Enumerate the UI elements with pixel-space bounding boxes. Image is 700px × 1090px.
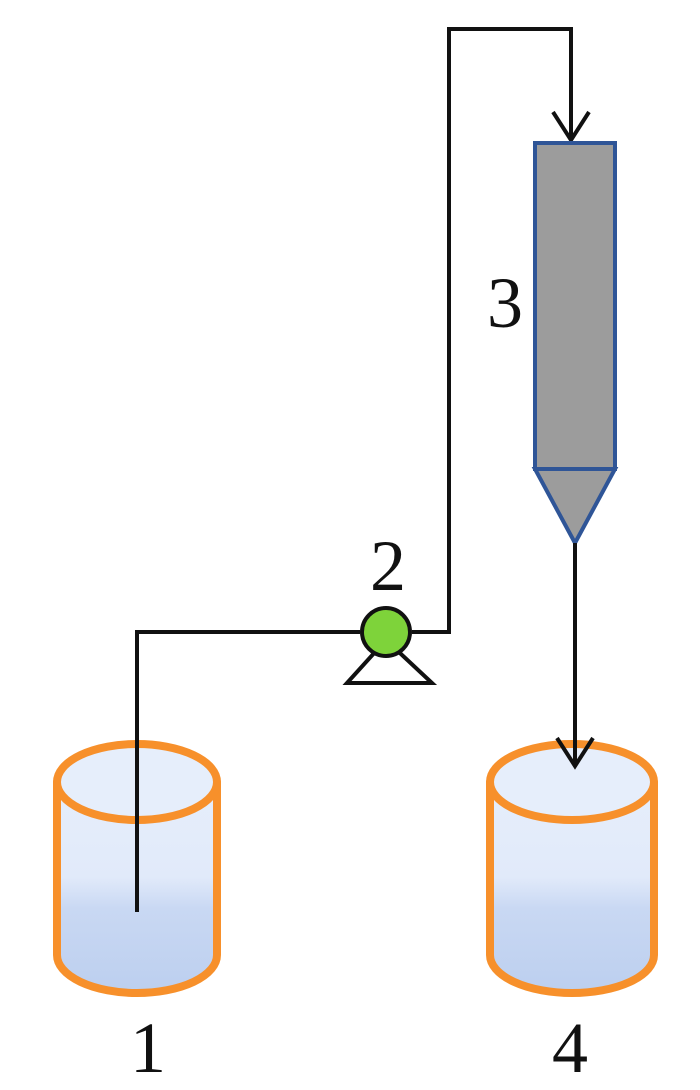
label-pump: 2	[370, 526, 406, 606]
pump-icon	[342, 606, 438, 685]
packed-column	[531, 141, 619, 548]
label-column: 3	[487, 263, 523, 343]
inlet-tubing	[135, 630, 360, 912]
column-inlet-arrow-icon	[551, 110, 591, 144]
outlet-arrow-icon	[555, 736, 595, 770]
label-collector: 4	[552, 1008, 588, 1088]
pump-outlet-tubing	[412, 27, 573, 634]
label-reservoir: 1	[130, 1008, 166, 1088]
collector-vessel	[486, 740, 658, 997]
